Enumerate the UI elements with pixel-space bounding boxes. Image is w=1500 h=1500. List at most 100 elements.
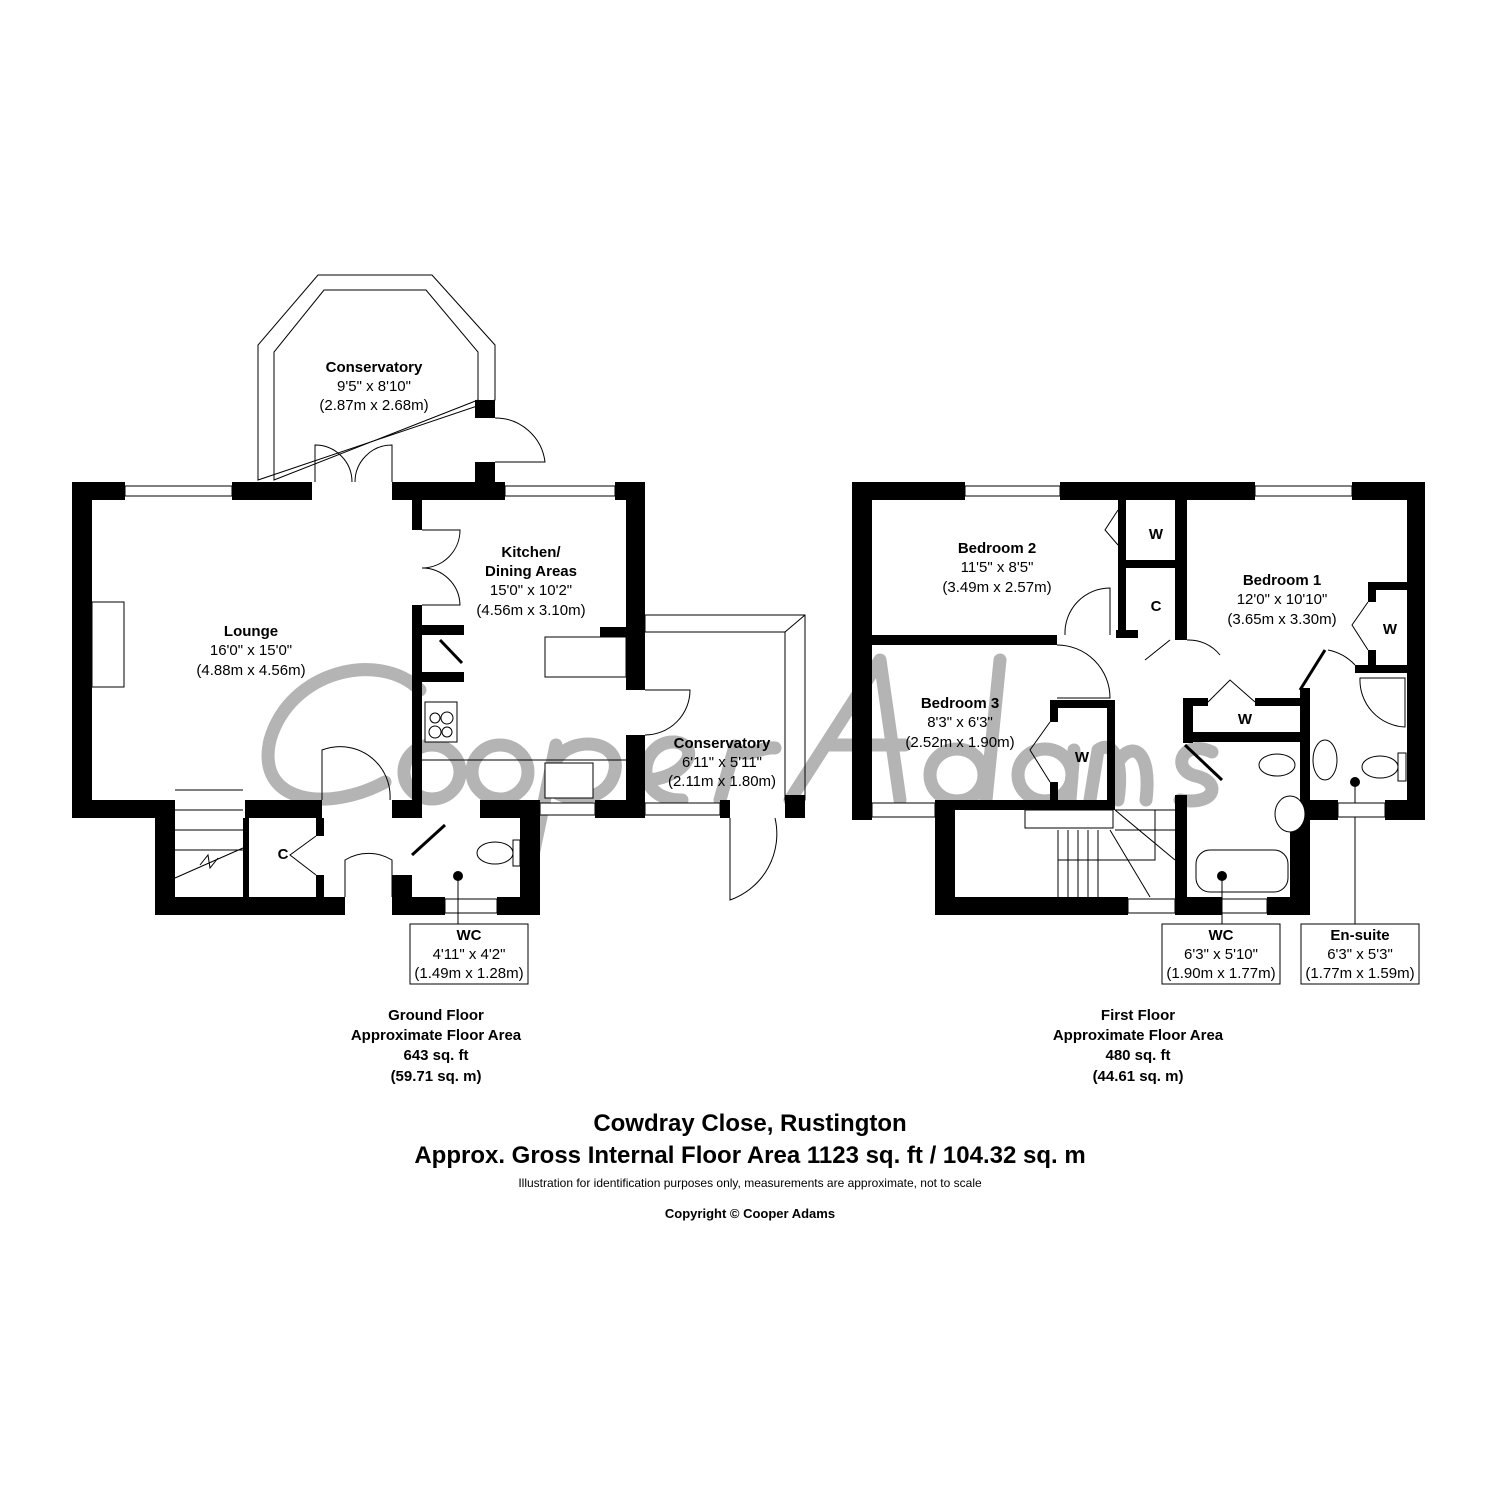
- wardrobe-door: [1029, 721, 1051, 783]
- wall: [1385, 800, 1425, 820]
- room-size-metric: (1.90m x 1.77m): [1166, 965, 1275, 982]
- room-size-metric: (2.52m x 1.90m): [905, 734, 1014, 751]
- wall: [155, 897, 345, 915]
- plan-line: [174, 847, 244, 879]
- wall: [422, 672, 464, 682]
- plan-line: [784, 614, 806, 633]
- wall: [1175, 795, 1187, 915]
- window: [964, 485, 1061, 497]
- wc-label-box: [1161, 923, 1281, 985]
- room-size-metric: (4.56m x 3.10m): [476, 602, 585, 619]
- wall: [1267, 897, 1310, 915]
- wall: [1255, 698, 1300, 706]
- room-size-imperial: 15'0" x 10'2": [490, 582, 572, 599]
- wardrobe-label: W: [1149, 526, 1164, 543]
- window: [1221, 898, 1268, 914]
- room-size-metric: (3.49m x 2.57m): [942, 579, 1051, 596]
- room-name: Conservatory: [326, 359, 423, 376]
- bedroom-3-door: [1056, 644, 1111, 699]
- wall: [1407, 482, 1425, 820]
- stairs: [175, 789, 243, 851]
- room-name: Kitchen/: [501, 544, 561, 561]
- room-size-imperial: 11'5" x 8'5": [961, 559, 1034, 576]
- wall: [935, 897, 1128, 915]
- wall: [245, 800, 322, 818]
- floor-area-sqft: 480 sq. ft: [1105, 1047, 1170, 1064]
- wall: [1183, 698, 1208, 706]
- wall: [1355, 665, 1407, 673]
- wall: [1175, 897, 1222, 915]
- wall: [1183, 698, 1193, 743]
- french-doors: [314, 444, 393, 483]
- wall: [1300, 688, 1310, 800]
- property-address: Cowdray Close, Rustington: [593, 1110, 907, 1137]
- cupboard-door: [289, 835, 317, 876]
- window: [539, 802, 596, 816]
- wall: [852, 482, 965, 500]
- wall: [316, 875, 324, 897]
- bedroom-2-door: [1064, 587, 1111, 636]
- wall: [1368, 582, 1408, 590]
- plan-line: [428, 725, 442, 739]
- conservatory-door: [729, 817, 778, 901]
- lounge-door: [321, 746, 391, 801]
- plan-line: [410, 823, 447, 857]
- room-name: Conservatory: [674, 735, 771, 752]
- window: [644, 802, 721, 816]
- wardrobe-label: W: [1383, 621, 1398, 638]
- plan-line: [1011, 742, 1079, 808]
- wall: [935, 800, 955, 915]
- wall: [475, 400, 495, 418]
- floor-area-sqm: (44.61 sq. m): [1093, 1068, 1184, 1085]
- wall: [392, 897, 445, 915]
- room-size-imperial: 16'0" x 15'0": [210, 642, 292, 659]
- plan-line: [1397, 752, 1407, 782]
- wardrobe-label: W: [1238, 711, 1253, 728]
- wardrobe-door: [1104, 509, 1119, 546]
- wall: [1050, 700, 1058, 722]
- room-size-metric: (2.11m x 1.80m): [668, 773, 776, 790]
- disclaimer: Illustration for identification purposes…: [518, 1176, 982, 1190]
- bath-icon: [1195, 849, 1289, 893]
- wall: [1368, 582, 1376, 602]
- stairs: [1057, 809, 1176, 898]
- plan-line: [440, 711, 454, 725]
- plan-line: [1298, 649, 1327, 691]
- floor-title: First Floor: [1101, 1007, 1175, 1024]
- wall: [1310, 800, 1338, 820]
- plan-line: [261, 663, 427, 806]
- plan-line: [429, 712, 441, 724]
- plan-line: [512, 839, 521, 867]
- floor-subtitle: Approximate Floor Area: [351, 1027, 522, 1044]
- wall: [1118, 500, 1126, 560]
- room-name: WC: [457, 927, 482, 944]
- plan-line: [441, 726, 453, 738]
- wardrobe-door: [1351, 601, 1369, 651]
- plan-line: [397, 738, 467, 806]
- floor-area-sqft: 643 sq. ft: [403, 1047, 468, 1064]
- wall: [392, 482, 505, 500]
- wall: [1368, 650, 1376, 670]
- worktop: [544, 636, 627, 678]
- plan-line: [713, 739, 782, 807]
- wall: [316, 818, 324, 836]
- floor-title: Ground Floor: [388, 1007, 484, 1024]
- ensuite-label-box: [1300, 923, 1420, 985]
- toilet-icon: [476, 841, 514, 865]
- window: [871, 802, 936, 818]
- wall: [243, 818, 249, 898]
- wall: [626, 735, 645, 818]
- plan-line: [979, 653, 1007, 807]
- window: [1254, 485, 1353, 497]
- room-name: Lounge: [224, 623, 278, 640]
- wall: [1352, 482, 1425, 500]
- fireplace: [91, 601, 125, 688]
- plan-line: [1083, 740, 1154, 807]
- plan-line: [1327, 649, 1356, 666]
- wall: [475, 462, 495, 484]
- wc-label-box: [409, 923, 529, 985]
- wall: [1118, 568, 1126, 636]
- shower-icon: [1359, 677, 1406, 728]
- room-size-imperial: 8'3" x 6'3": [927, 714, 993, 731]
- plan-line: [783, 653, 912, 807]
